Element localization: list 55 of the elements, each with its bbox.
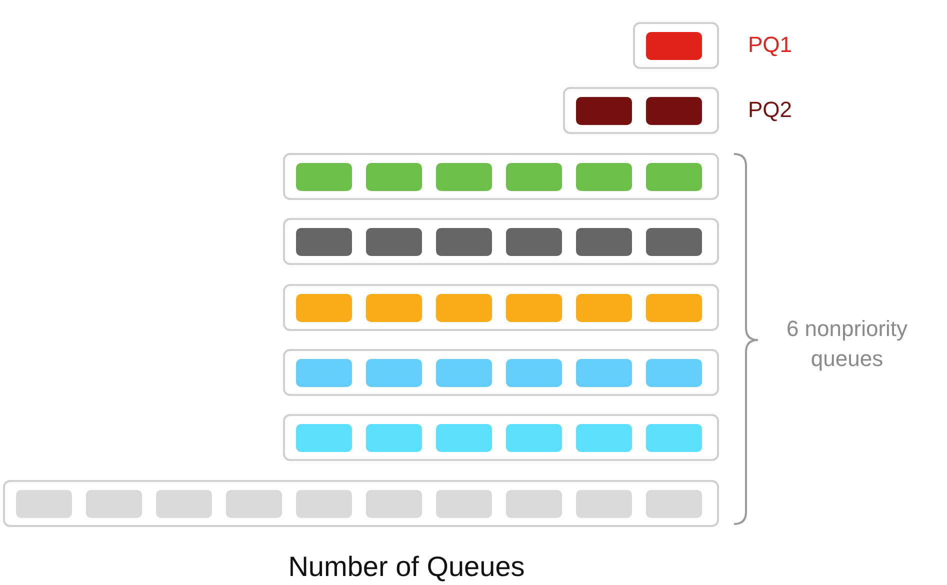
queue-slot [296,359,352,387]
queue-label: PQ2 [748,99,792,121]
queue-slot [366,490,422,518]
queue-slot [576,294,632,322]
queue-box [283,284,719,331]
queue-slot [646,490,702,518]
group-note: 6 nonpriority queues [785,315,909,373]
queue-slot [16,490,72,518]
queue-slot [436,228,492,256]
queue-slot [366,294,422,322]
queue-box [563,87,719,134]
queue-slot [646,228,702,256]
queue-slot [436,424,492,452]
queue-slot [296,490,352,518]
queue-box [283,218,719,265]
queue-slot [366,228,422,256]
queue-slot [86,490,142,518]
queue-slot [576,424,632,452]
queue-slot [296,163,352,191]
queue-slot [646,32,702,60]
queue-slot [436,490,492,518]
queue-slot [576,490,632,518]
queue-box [283,414,719,461]
queue-slot [436,294,492,322]
queue-slot [646,424,702,452]
queue-slot [296,294,352,322]
queue-slot [576,228,632,256]
queue-slot [506,228,562,256]
queue-slot [576,163,632,191]
queue-slot [646,163,702,191]
queue-slot [156,490,212,518]
queue-slot [646,359,702,387]
queue-slot [576,359,632,387]
queue-slot [366,359,422,387]
queue-slot [436,163,492,191]
queue-slot [506,424,562,452]
queue-slot [366,163,422,191]
queue-box [283,349,719,396]
queue-slot [646,97,702,125]
queue-box [283,153,719,200]
queue-slot [296,424,352,452]
queue-slot [366,424,422,452]
queue-box [3,480,719,527]
queue-slot [506,294,562,322]
queue-label: PQ1 [748,34,792,56]
caption: Number of Queues [287,553,526,581]
queue-slot [646,294,702,322]
queue-slot [506,163,562,191]
queue-slot [226,490,282,518]
queue-box [633,22,719,69]
queue-slot [506,490,562,518]
queue-slot [576,97,632,125]
queue-slot [506,359,562,387]
queue-slot [296,228,352,256]
queue-slot [436,359,492,387]
